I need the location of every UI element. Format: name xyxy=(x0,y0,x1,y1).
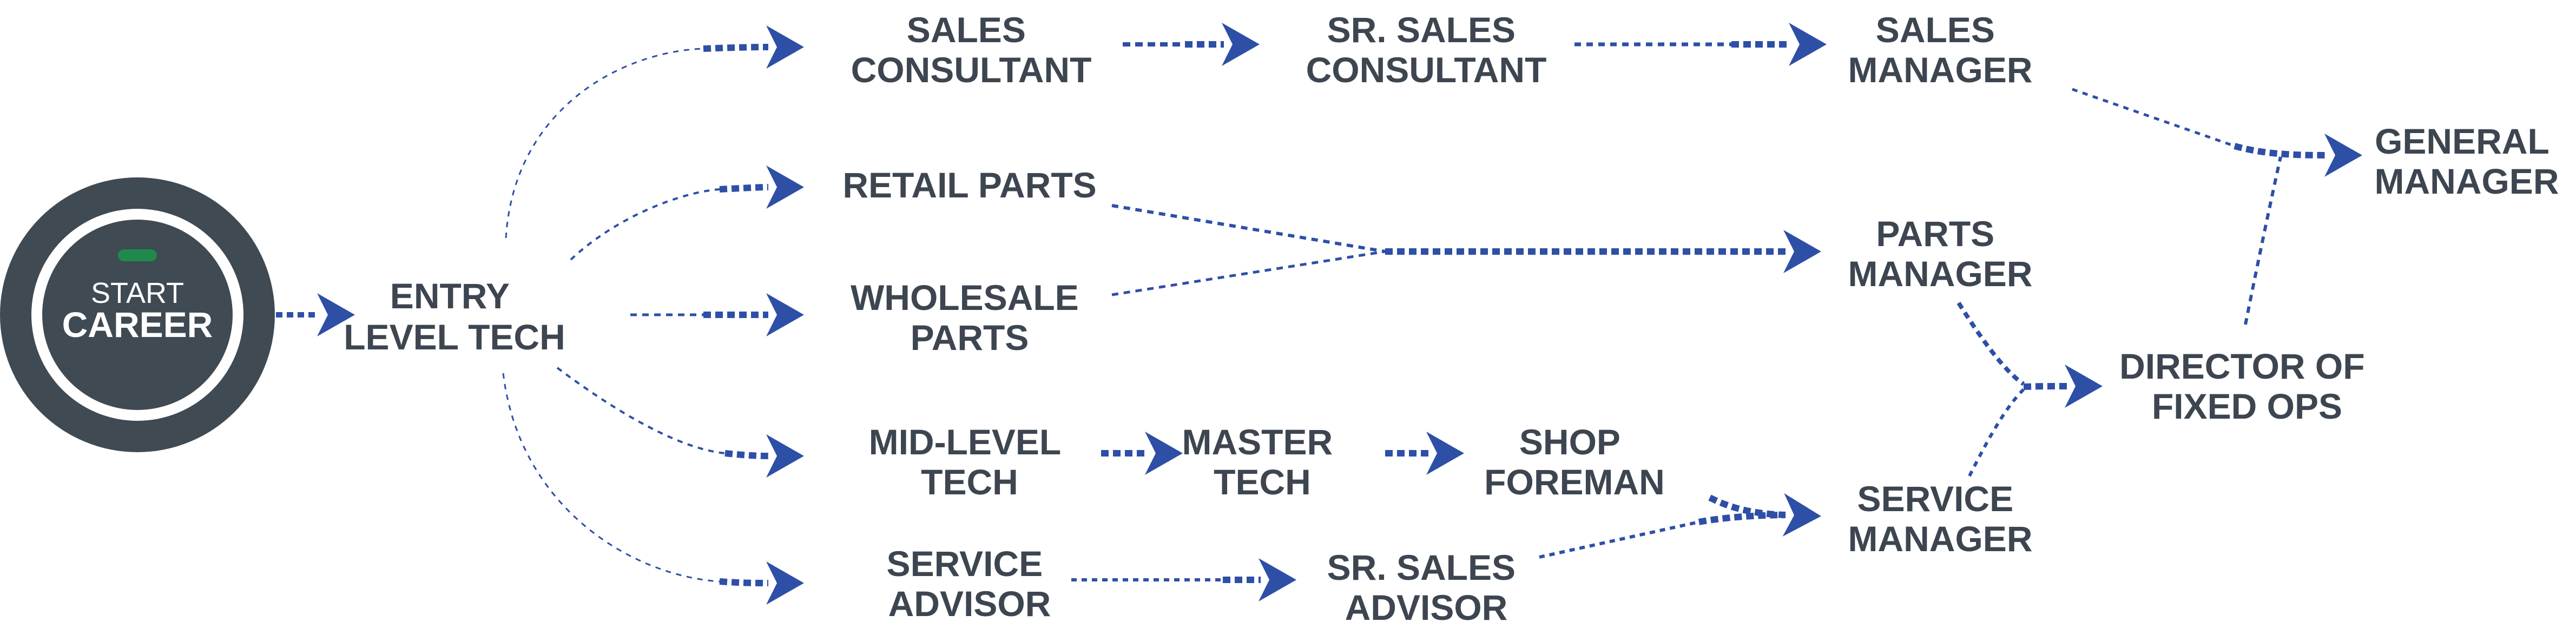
power-led-icon xyxy=(118,249,157,261)
edge-entry-to-mid-level-tech xyxy=(556,367,804,478)
edge-wholesale-parts-to-parts-manager xyxy=(1111,230,1821,296)
edge-retail-parts-to-parts-manager xyxy=(1111,204,1386,253)
node-master-tech: MASTER TECH xyxy=(1182,422,1342,502)
edge-director-to-general-manager xyxy=(2244,156,2282,325)
edge-sales-manager-to-general-manager xyxy=(2072,88,2362,177)
edge-shop-foreman-to-service-manager xyxy=(1708,493,1821,537)
edge-service-manager-to-director xyxy=(1968,365,2103,477)
node-wholesale-parts: WHOLESALE PARTS xyxy=(851,277,1089,358)
node-shop-foreman: SHOP FOREMAN xyxy=(1484,422,1665,502)
button-face xyxy=(42,220,233,410)
node-general-manager: GENERAL MANAGER xyxy=(2375,121,2559,201)
edge-entry-to-sales-consultant xyxy=(505,25,804,239)
node-mid-level-tech: MID-LEVEL TECH xyxy=(869,422,1071,502)
node-sr-sales-advisor: SR. SALES ADVISOR xyxy=(1327,547,1526,627)
node-sales-manager: SALES MANAGER xyxy=(1848,10,2033,90)
edge-entry-to-retail-parts xyxy=(570,166,804,261)
node-service-advisor: SERVICE ADVISOR xyxy=(887,544,1053,624)
start-career-button[interactable]: START CAREER xyxy=(0,177,275,452)
career-label: CAREER xyxy=(62,305,213,345)
node-parts-manager: PARTS MANAGER xyxy=(1848,214,2033,294)
edge-sr-sales-advisor-to-service-manager xyxy=(1539,512,1786,559)
node-retail-parts: RETAIL PARTS xyxy=(842,165,1096,205)
edges xyxy=(276,23,2362,605)
node-service-manager: SERVICE MANAGER xyxy=(1848,479,2033,559)
edge-entry-to-service-advisor xyxy=(502,373,804,605)
nodes: ENTRY LEVEL TECH SALES CONSULTANT SR. SA… xyxy=(344,10,2559,627)
node-director-of-fixed-ops: DIRECTOR OF FIXED OPS xyxy=(2119,346,2375,426)
edge-parts-manager-to-director xyxy=(1956,301,2025,386)
start-label: START xyxy=(91,277,184,309)
node-entry-level-tech: ENTRY LEVEL TECH xyxy=(344,276,565,357)
node-sr-sales-consultant: SR. SALES CONSULTANT xyxy=(1306,10,1547,90)
node-sales-consultant: SALES CONSULTANT xyxy=(851,10,1092,90)
